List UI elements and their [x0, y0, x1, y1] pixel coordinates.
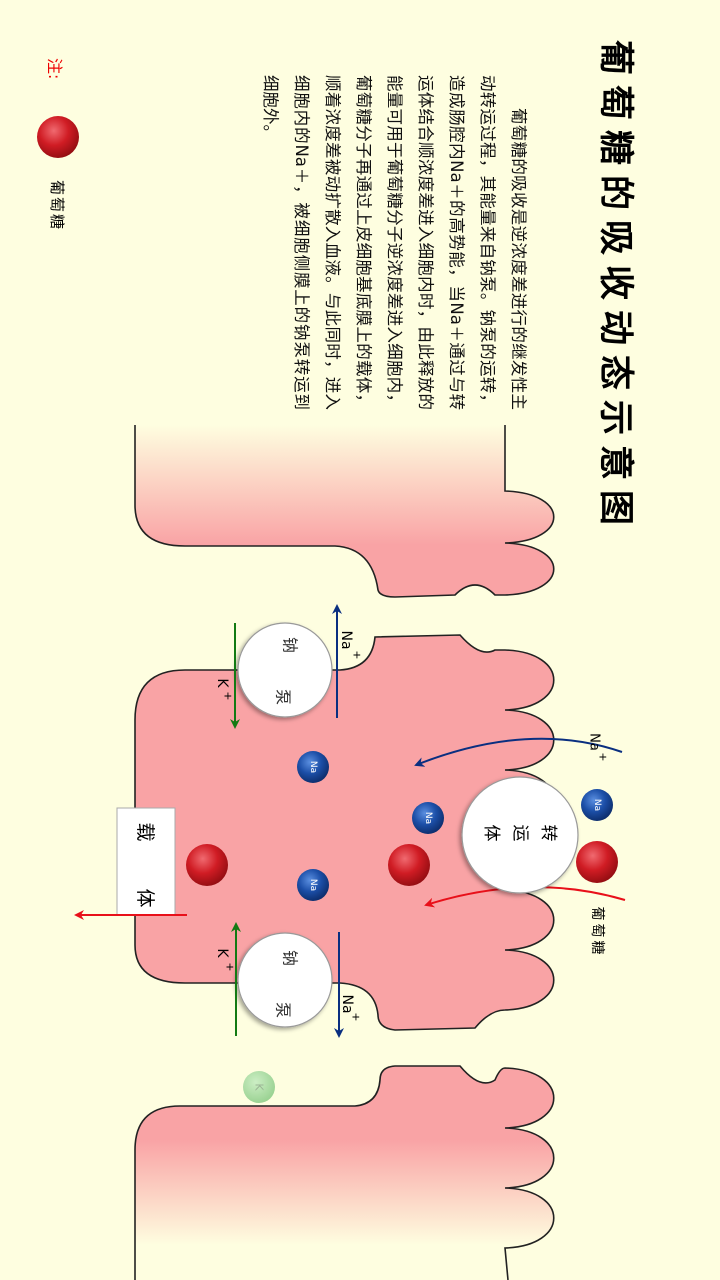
glucose-molecule — [388, 844, 430, 886]
na-label: Na — [338, 630, 354, 649]
basolateral-carrier — [116, 807, 176, 916]
pump-char-1: 钠 — [281, 950, 300, 966]
sodium-ion: Na — [581, 789, 613, 821]
legend-note: 注: — [45, 58, 64, 80]
potassium-ion: K — [243, 1071, 275, 1103]
pump-char-2: 泵 — [274, 1002, 293, 1018]
sodium-ion-label: Na — [308, 879, 318, 891]
glucose-molecule — [186, 844, 228, 886]
na-label: Na — [339, 994, 355, 1013]
legend-glucose-label: 葡萄糖 — [48, 180, 66, 232]
sodium-ion: Na — [297, 751, 329, 783]
k-label: K — [214, 678, 230, 688]
sglt-transporter: 转 运 体 — [461, 776, 579, 894]
transporter-char-3: 体 — [481, 825, 501, 842]
pump-char-2: 泵 — [274, 689, 293, 705]
sodium-pump-upper: 钠 泵 — [237, 622, 333, 718]
transporter-char-1: 转 — [538, 825, 558, 842]
description-paragraph: 葡萄糖的吸收是逆浓度差进行的继发性主动转运过程，其能量来自钠泵。钠泵的运转，造成… — [261, 75, 528, 410]
carrier-char-1: 载 — [134, 822, 156, 841]
epithelial-cell-top — [134, 425, 555, 598]
glucose-molecule — [576, 841, 618, 883]
sodium-ion-label: Na — [308, 761, 318, 773]
sodium-ion: Na — [412, 802, 444, 834]
k-label: K — [214, 948, 230, 958]
na-plus: + — [597, 752, 610, 761]
na-label: Na — [587, 733, 602, 751]
glucose-label: 葡萄糖 — [589, 907, 605, 958]
transporter-char-2: 运 — [510, 825, 530, 842]
na-plus: + — [350, 1012, 363, 1021]
sodium-ion: Na — [297, 869, 329, 901]
k-plus: + — [224, 962, 237, 971]
legend-glucose-icon — [37, 116, 79, 158]
na-cotransport-arrow — [414, 737, 623, 767]
sodium-pump-lower: 钠 泵 — [237, 932, 333, 1028]
potassium-ion-label: K — [253, 1083, 266, 1091]
epithelial-cell-bottom — [134, 1065, 555, 1280]
na-plus: + — [351, 650, 364, 659]
page-title: 葡萄糖的吸收动态示意图 — [595, 40, 635, 536]
k-plus: + — [222, 691, 235, 700]
pump-char-1: 钠 — [281, 637, 300, 653]
carrier-char-2: 体 — [134, 888, 156, 907]
sodium-ion-label: Na — [592, 799, 602, 811]
sodium-ion-label: Na — [423, 812, 433, 824]
